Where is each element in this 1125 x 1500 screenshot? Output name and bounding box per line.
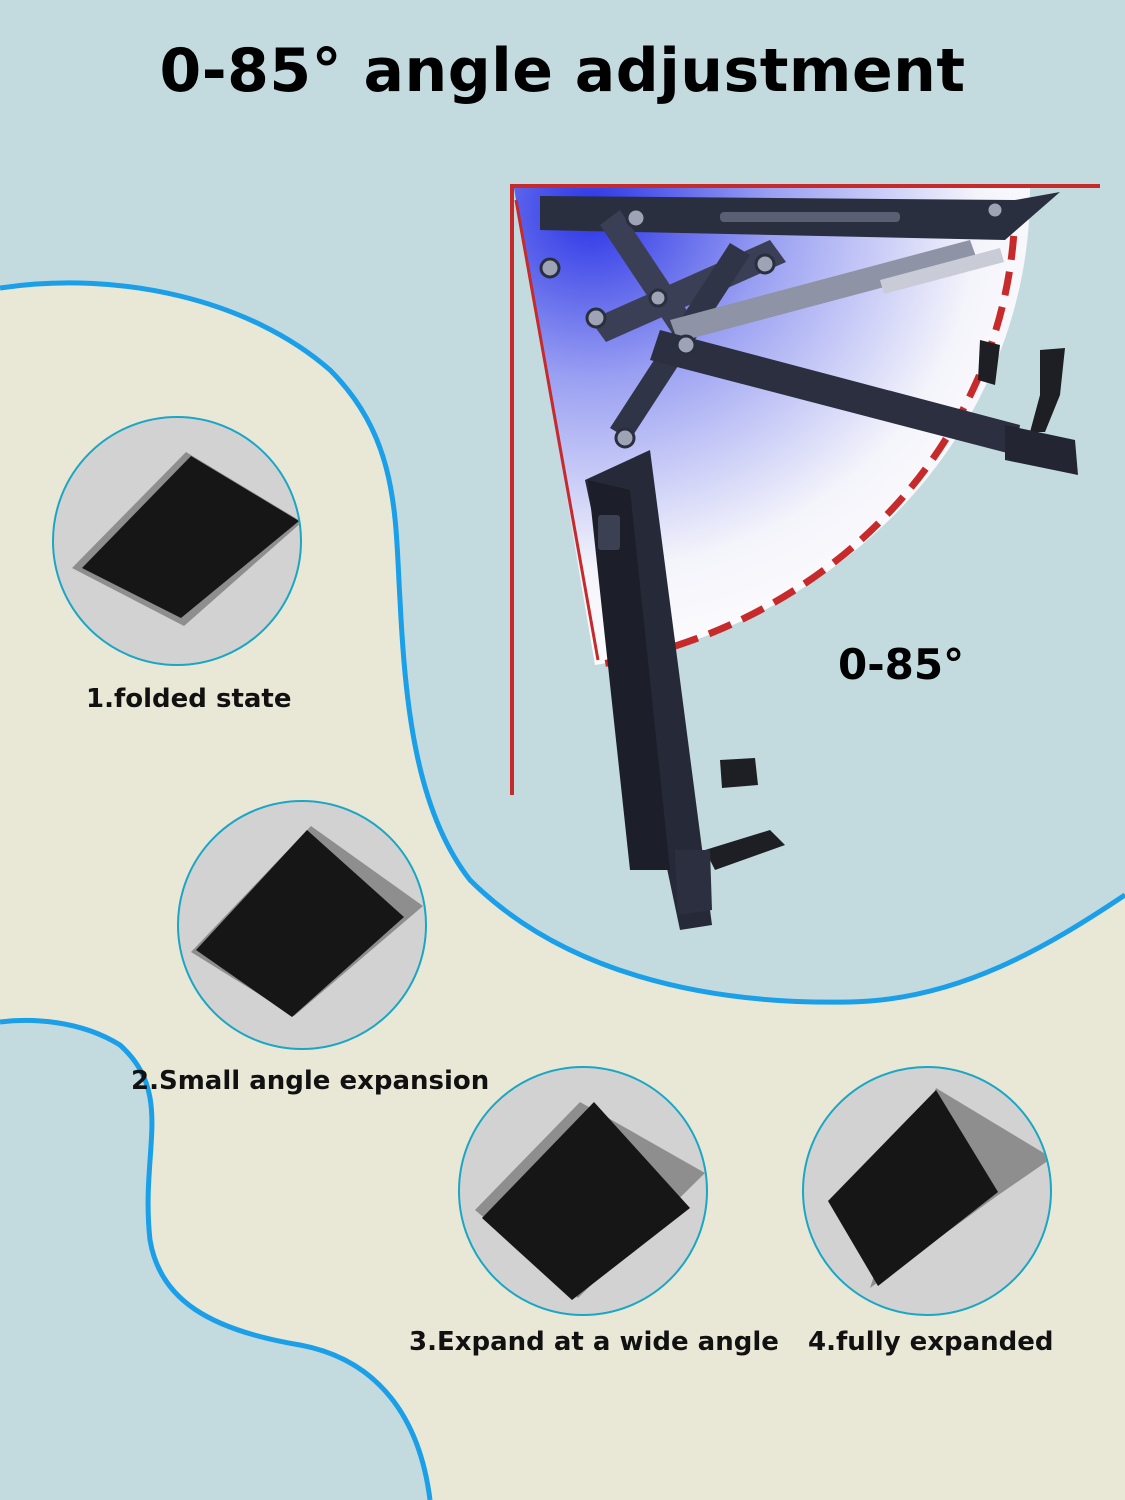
panel — [196, 830, 404, 1017]
hinge-illustration — [510, 184, 1100, 930]
state-1-folded-illustration — [52, 416, 302, 666]
lower-curve-outline — [0, 1017, 433, 1500]
angle-range-label: 0-85° — [838, 640, 965, 689]
lower-handle-2 — [705, 830, 785, 870]
extended-handle — [1030, 348, 1065, 432]
panel — [82, 456, 299, 618]
lower-handle-1 — [720, 758, 758, 788]
latch — [598, 515, 620, 550]
state-3-wide-angle-illustration — [458, 1066, 708, 1316]
lower-foot — [675, 850, 712, 915]
pivot-bolts — [539, 200, 1005, 449]
state-1-caption: 1.folded state — [86, 684, 292, 714]
top-slot — [720, 212, 900, 222]
vertical-arm-plate — [588, 480, 670, 870]
angle-dashed-arc — [595, 199, 1019, 669]
page-title: 0-85° angle adjustment — [159, 36, 966, 106]
state-3-caption: 3.Expand at a wide angle — [409, 1327, 779, 1357]
gas-spring — [670, 240, 978, 342]
upper-curve-outline — [0, 280, 1125, 1005]
state-4-caption: 4.fully expanded — [808, 1327, 1054, 1357]
state-2-small-angle-illustration — [177, 800, 427, 1050]
gas-spring-rod — [880, 248, 1004, 294]
state-2-caption: 2.Small angle expansion — [131, 1066, 490, 1096]
panel — [482, 1102, 690, 1300]
state-4-fully-expanded-illustration — [802, 1066, 1052, 1316]
mid-handle — [978, 340, 1000, 385]
panel — [828, 1090, 998, 1286]
extended-arm — [650, 330, 1020, 455]
scissor-arm-b — [600, 210, 700, 345]
angle-guide-diagonal — [514, 199, 600, 661]
angle-guide-lines — [510, 184, 1100, 795]
extended-foot — [1005, 425, 1078, 475]
